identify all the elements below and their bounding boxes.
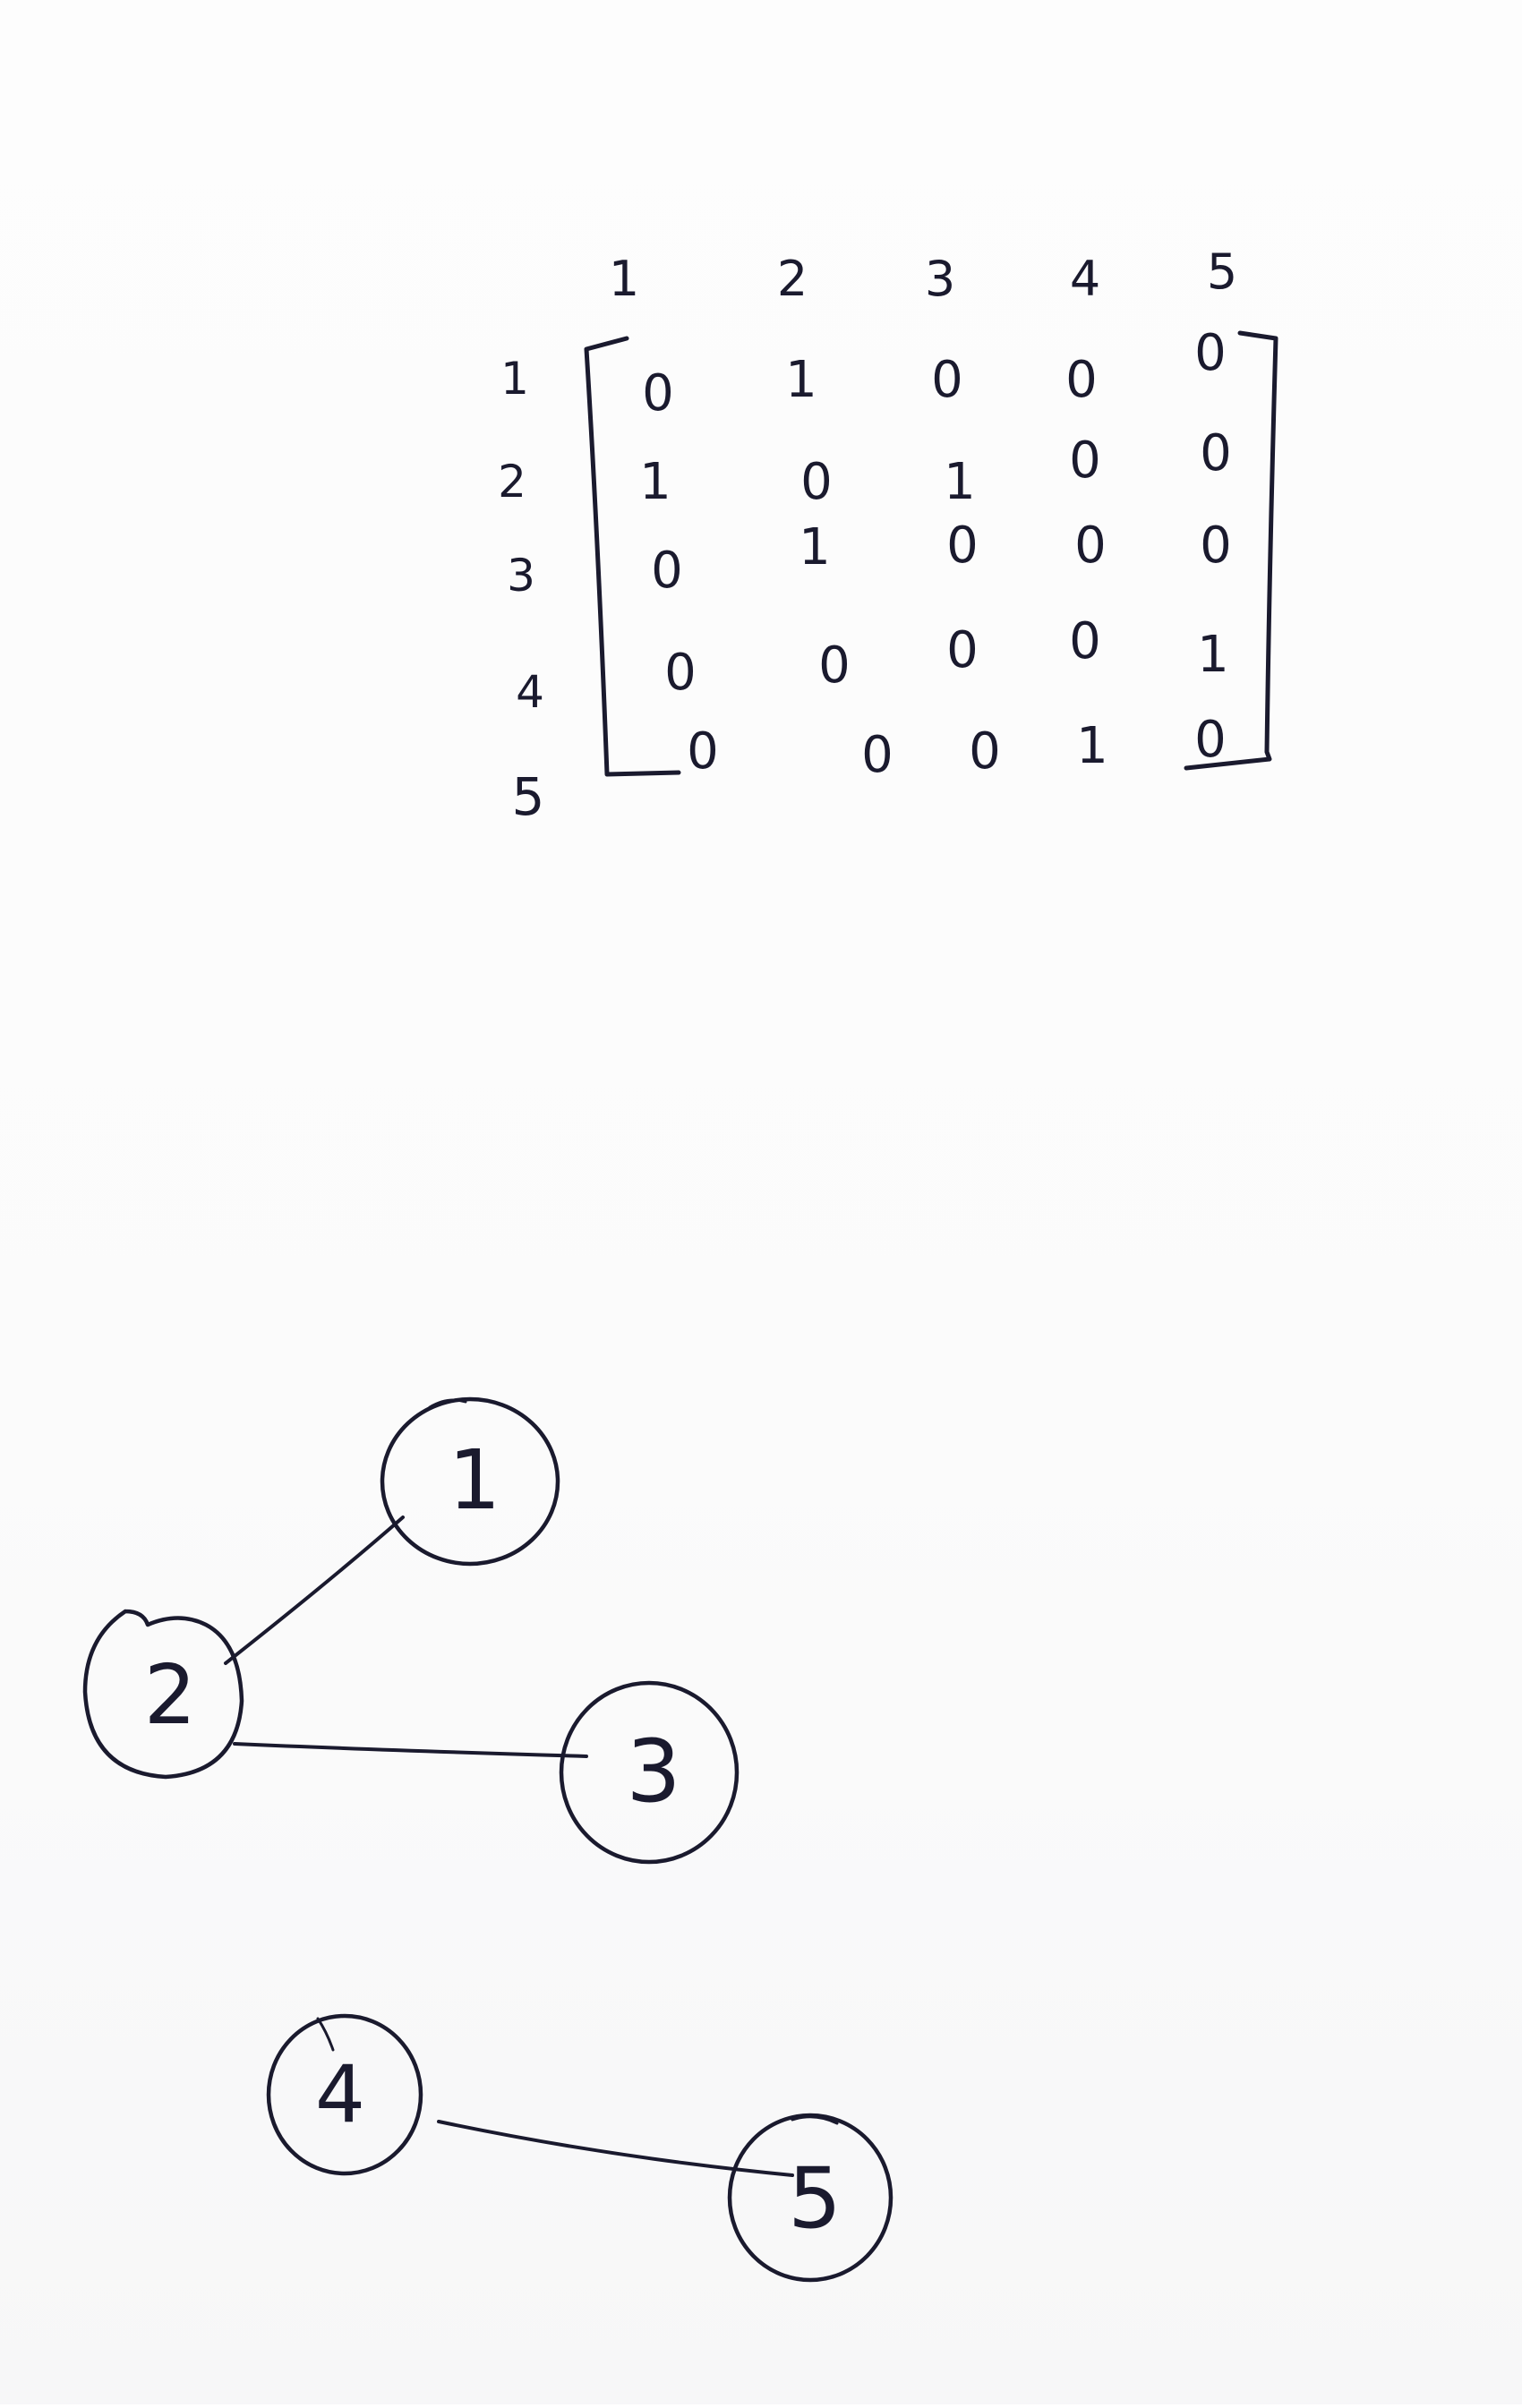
node-circle	[380, 1396, 560, 1567]
graph-node-4: 4	[266, 2013, 423, 2176]
matrix-cell: 1	[1076, 717, 1108, 775]
matrix-cell: 1	[799, 518, 831, 576]
graph-node-5: 5	[727, 2113, 894, 2283]
matrix-cell: 0	[664, 644, 697, 702]
matrix-cell: 0	[1194, 324, 1227, 382]
matrix-cell: 0	[946, 621, 979, 679]
matrix-cell: 0	[1069, 431, 1101, 490]
matrix-cell: 1	[639, 453, 671, 511]
matrix-left-bracket	[584, 336, 681, 777]
matrix-cell: 0	[818, 636, 851, 695]
col-header-5: 5	[1207, 243, 1237, 300]
matrix-cell: 0	[1065, 351, 1098, 409]
matrix-cell: 1	[1197, 626, 1229, 684]
matrix-column-headers: 1 2 3 4 5	[609, 243, 1237, 307]
row-header-2: 2	[498, 456, 526, 508]
matrix-cell: 1	[944, 453, 976, 511]
row-header-4: 4	[516, 666, 544, 718]
matrix-cell: 0	[1194, 711, 1227, 769]
col-header-2: 2	[777, 251, 808, 307]
matrix-right-bracket	[1184, 330, 1278, 771]
matrix-cell: 0	[800, 453, 833, 511]
node-label: 3	[626, 1721, 680, 1822]
node-pen-tail	[316, 2017, 335, 2052]
graph-drawing: 1 2 3 4 5	[82, 1396, 894, 2283]
node-label: 2	[144, 1647, 197, 1743]
node-circle	[266, 2013, 423, 2176]
col-header-1: 1	[609, 251, 639, 307]
edge-4-5	[437, 2120, 794, 2177]
matrix-cell: 1	[785, 351, 817, 409]
graph-node-1: 1	[380, 1396, 560, 1567]
row-header-5: 5	[512, 766, 545, 827]
matrix-cell: 0	[651, 542, 683, 600]
matrix-cell: 0	[642, 364, 674, 423]
node-circle	[559, 1680, 740, 1865]
node-label: 5	[788, 2150, 842, 2248]
matrix-row-headers: 1 2 3 4 5	[498, 353, 544, 827]
matrix-cell: 0	[946, 517, 979, 575]
col-header-3: 3	[925, 251, 955, 307]
node-label: 4	[315, 2048, 365, 2140]
matrix-cell: 0	[1200, 424, 1232, 482]
matrix-cell: 0	[969, 722, 1001, 781]
row-header-3: 3	[507, 550, 535, 602]
row-header-1: 1	[500, 353, 529, 405]
node-pen-tail	[791, 2115, 839, 2125]
matrix-cell: 0	[1200, 517, 1232, 575]
matrix-cell: 0	[1069, 612, 1101, 670]
matrix-cell: 0	[931, 351, 963, 409]
node-circle	[82, 1609, 244, 1780]
matrix-cell: 0	[1074, 517, 1107, 575]
edge-2-3	[233, 1742, 588, 1758]
matrix-cell: 0	[861, 726, 894, 784]
graph-node-2: 2	[82, 1609, 244, 1780]
matrix-cells: 0 1 0 0 0 1 0 1 0 0 0 1 0 0 0 0 0 0 0 1	[639, 324, 1232, 784]
graph-node-3: 3	[559, 1680, 740, 1865]
node-circle	[727, 2113, 894, 2283]
col-header-4: 4	[1070, 251, 1100, 307]
adjacency-matrix: 1 2 3 4 5 1 2 3 4 5 0 1 0 0	[498, 243, 1278, 827]
edge-1-2	[224, 1516, 405, 1665]
node-label: 1	[449, 1432, 501, 1528]
node-pen-tail	[428, 1398, 467, 1409]
matrix-cell: 0	[687, 722, 719, 781]
